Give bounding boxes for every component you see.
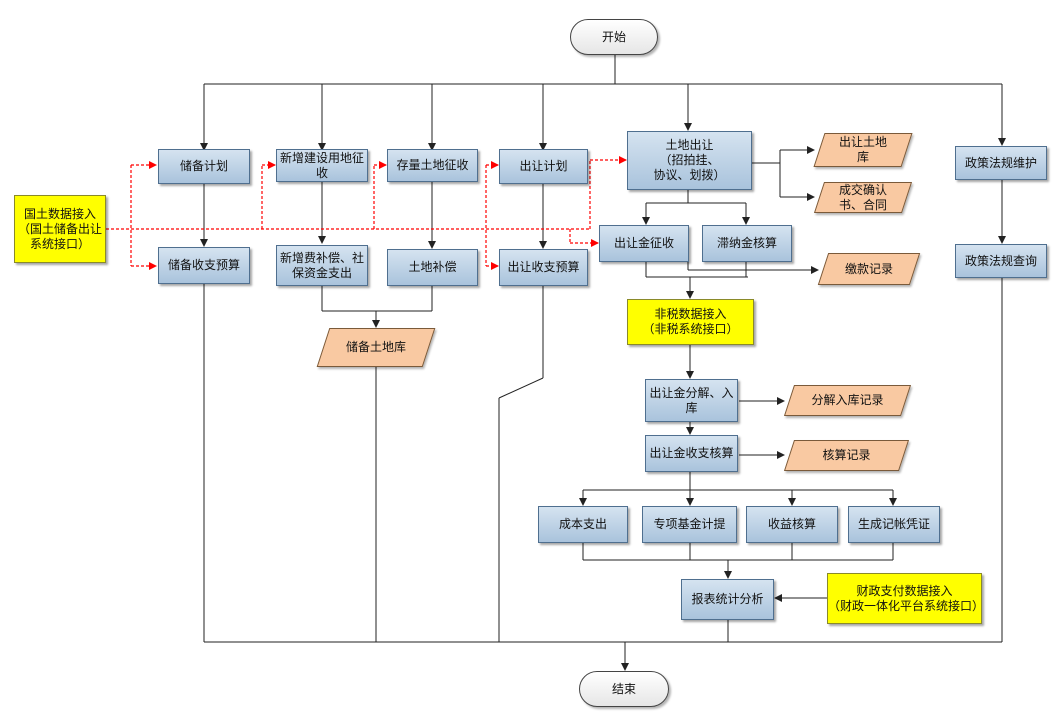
transfer-land-bank-label: 出让土地 库	[838, 135, 887, 164]
reserve-plan-label: 储备计划	[179, 159, 228, 173]
new-fee-compensation-label: 新增费补偿、社 保资金支出	[279, 250, 364, 280]
reserve-land-bank-label: 储备土地库	[345, 340, 406, 354]
income-accounting-label: 收益核算	[767, 517, 816, 531]
land-compensation-label: 土地补偿	[408, 260, 457, 274]
reserve-budget-box: 储备收支预算	[158, 247, 250, 284]
transfer-plan-label: 出让计划	[519, 159, 568, 173]
report-analysis-box: 报表统计分析	[681, 579, 774, 620]
accounting-record-label: 核算记录	[822, 448, 871, 462]
finance-interface-label: 财政支付数据接入 （财政一体化平台系统接口）	[828, 583, 985, 613]
non-tax-interface-label: 非税数据接入 （非税系统接口）	[642, 307, 739, 336]
transfer-budget-box: 出让收支预算	[499, 249, 588, 286]
accounting-record: 核算记录	[789, 440, 904, 471]
new-land-acquisition-box: 新增建设用地征 收	[276, 149, 368, 182]
late-fee-accounting-box: 滞纳金核算	[702, 225, 792, 262]
reserve-plan-box: 储备计划	[158, 149, 250, 184]
reserve-budget-label: 储备收支预算	[167, 258, 240, 272]
land-compensation-box: 土地补偿	[387, 249, 478, 286]
late-fee-accounting-label: 滞纳金核算	[716, 236, 777, 250]
start-label: 开始	[601, 29, 626, 44]
fee-accounting-box: 出让金收支核算	[645, 435, 738, 472]
non-tax-interface: 非税数据接入 （非税系统接口）	[627, 299, 754, 345]
transfer-fee-collection-label: 出让金征收	[613, 236, 674, 250]
transfer-fee-collection-box: 出让金征收	[599, 225, 689, 262]
voucher-generation-box: 生成记帐凭证	[848, 506, 940, 543]
new-land-acquisition-label: 新增建设用地征 收	[279, 150, 364, 180]
end-node: 结束	[579, 671, 669, 707]
special-fund-box: 专项基金计提	[642, 506, 737, 543]
transfer-budget-label: 出让收支预算	[507, 260, 580, 274]
deal-confirmation-record: 成交确认 书、合同	[819, 182, 907, 213]
income-accounting-box: 收益核算	[746, 506, 838, 543]
cost-expense-label: 成本支出	[558, 517, 607, 531]
special-fund-label: 专项基金计提	[653, 517, 726, 531]
cost-expense-box: 成本支出	[538, 506, 628, 543]
decomposition-record-label: 分解入库记录	[811, 393, 884, 407]
policy-query-label: 政策法规查询	[964, 253, 1037, 268]
land-data-interface-label: 国土数据接入 （国土储备出让 系统接口）	[17, 206, 102, 251]
end-label: 结束	[611, 681, 636, 696]
voucher-generation-label: 生成记帐凭证	[857, 517, 930, 531]
transfer-land-bank-record: 出让土地 库	[819, 133, 907, 167]
finance-interface: 财政支付数据接入 （财政一体化平台系统接口）	[827, 573, 985, 624]
decomposition-record: 分解入库记录	[789, 385, 906, 416]
fee-accounting-label: 出让金收支核算	[649, 446, 734, 460]
deal-confirmation-label: 成交确认 书、合同	[838, 182, 887, 212]
fee-decomposition-box: 出让金分解、入 库	[645, 379, 738, 422]
payment-record-label: 缴款记录	[844, 261, 893, 276]
land-transfer-label: 土地出让 （招拍挂、 协议、划拨）	[653, 138, 726, 182]
report-analysis-label: 报表统计分析	[691, 592, 764, 606]
land-data-interface: 国土数据接入 （国土储备出让 系统接口）	[14, 195, 106, 263]
policy-maintenance-label: 政策法规维护	[964, 155, 1037, 170]
reserve-land-bank-record: 储备土地库	[323, 328, 429, 367]
transfer-plan-box: 出让计划	[499, 149, 588, 184]
existing-land-acquisition-label: 存量土地征收	[396, 158, 469, 172]
start-node: 开始	[570, 19, 658, 55]
fee-decomposition-label: 出让金分解、入 库	[649, 385, 734, 415]
land-transfer-box: 土地出让 （招拍挂、 协议、划拨）	[627, 131, 752, 190]
existing-land-acquisition-box: 存量土地征收	[387, 149, 478, 182]
payment-record: 缴款记录	[823, 253, 915, 285]
policy-maintenance-box: 政策法规维护	[955, 146, 1047, 180]
new-fee-compensation-box: 新增费补偿、社 保资金支出	[276, 245, 368, 286]
policy-query-box: 政策法规查询	[955, 244, 1047, 278]
